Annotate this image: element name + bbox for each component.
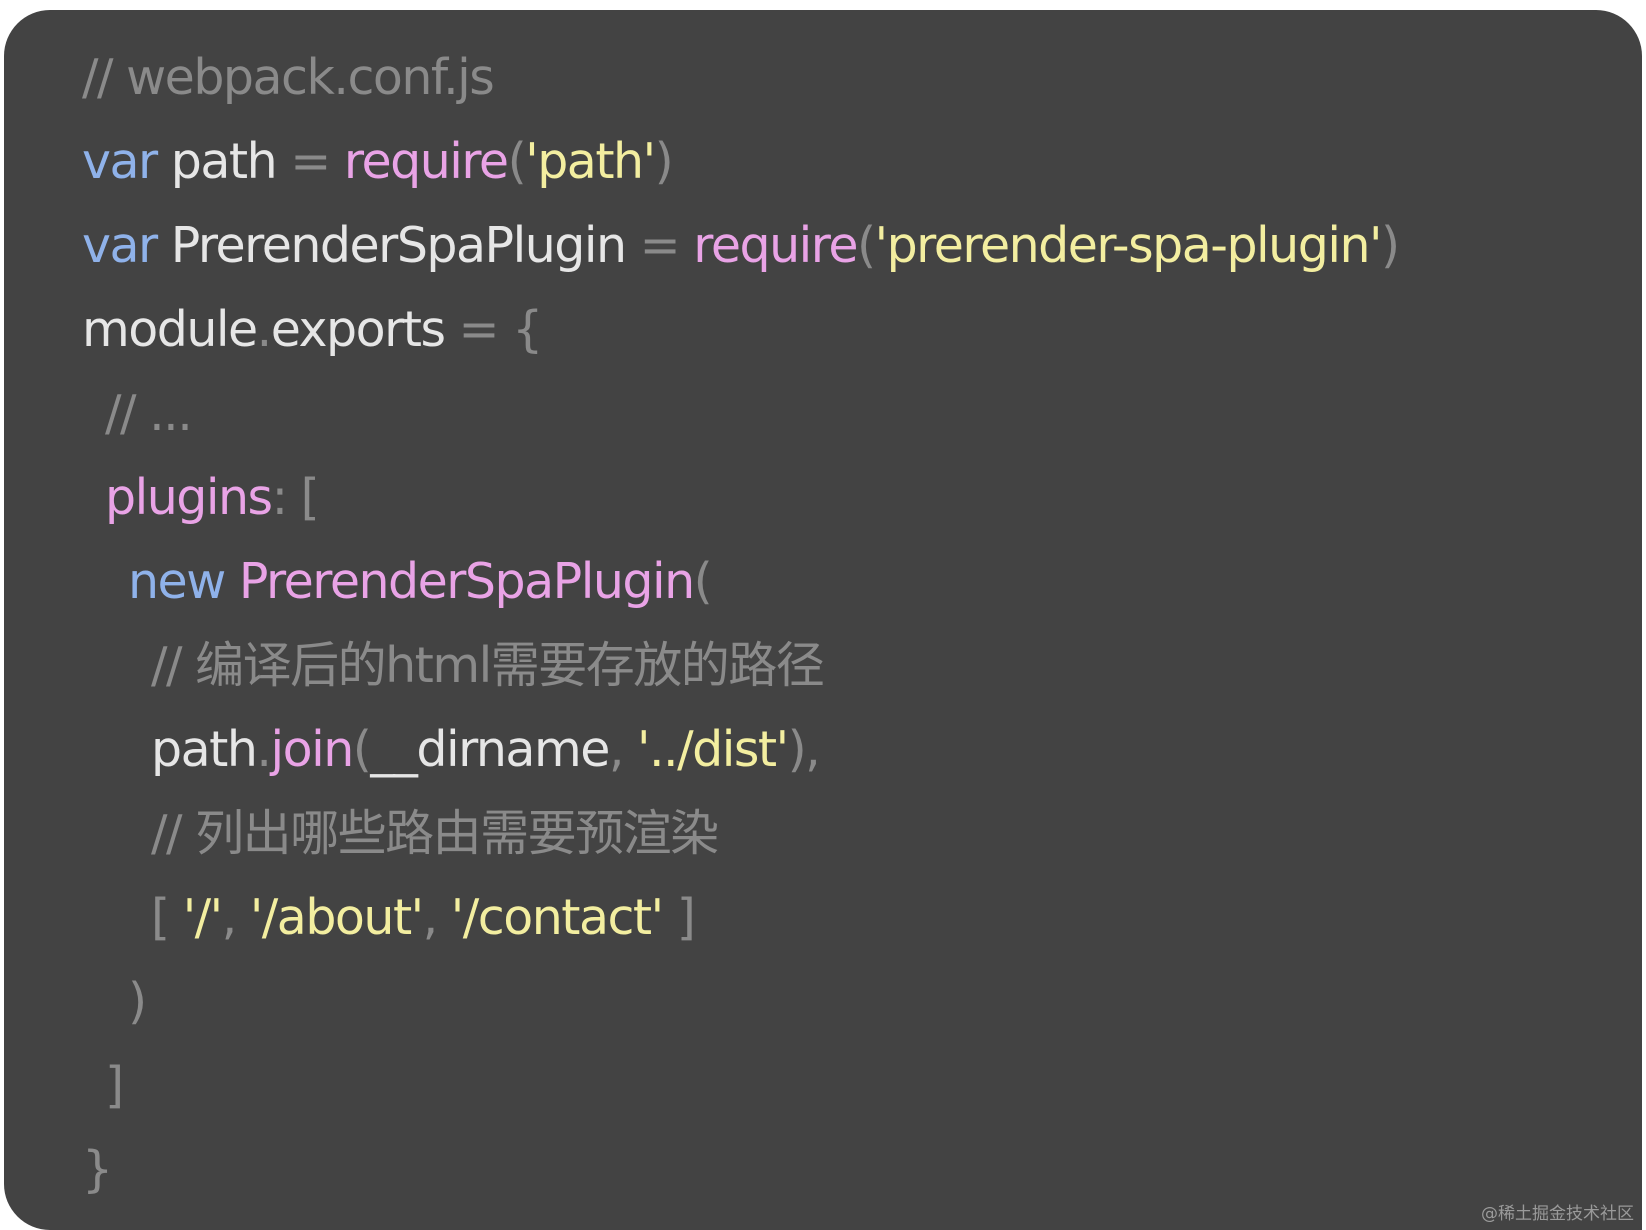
code-line: // 列出哪些路由需要预渲染 bbox=[82, 792, 1399, 876]
code-line: new PrerenderSpaPlugin( bbox=[82, 540, 1399, 624]
code-token-comment: // 编译后的html需要存放的路径 bbox=[151, 637, 825, 694]
code-token-punct: . bbox=[256, 721, 272, 778]
code-token-string: 'path' bbox=[525, 133, 656, 190]
code-line: } bbox=[82, 1128, 1399, 1212]
code-line: var path = require('path') bbox=[82, 120, 1399, 204]
code-token-punct: = { bbox=[458, 301, 544, 358]
code-line: [ '/', '/about', '/contact' ] bbox=[82, 876, 1399, 960]
code-token-punct: [ bbox=[151, 889, 183, 946]
code-token-keyword: var bbox=[82, 133, 158, 190]
code-token-comment: // ... bbox=[105, 385, 193, 442]
code-token-punct: = bbox=[290, 133, 344, 190]
code-token-punct: : [ bbox=[271, 469, 320, 526]
code-token-punct: ] bbox=[662, 889, 696, 946]
code-token-func: plugins bbox=[105, 469, 273, 526]
code-token-string: '/about' bbox=[249, 889, 424, 946]
code-line: ) bbox=[82, 960, 1399, 1044]
code-line: path.join(__dirname, '../dist'), bbox=[82, 708, 1399, 792]
code-token-string: 'prerender-spa-plugin' bbox=[874, 217, 1383, 274]
code-token-punct: , bbox=[221, 889, 250, 946]
code-token-comment: // webpack.conf.js bbox=[82, 49, 495, 106]
code-line: // ... bbox=[82, 372, 1399, 456]
code-token-punct: ( bbox=[693, 553, 713, 610]
code-token-punct: = bbox=[639, 217, 694, 274]
code-line: module.exports = { bbox=[82, 288, 1399, 372]
code-token-keyword: new bbox=[128, 553, 239, 610]
code-token-keyword: var bbox=[82, 217, 158, 274]
code-token-punct: . bbox=[256, 301, 273, 358]
code-token-plain: path bbox=[156, 133, 291, 190]
code-token-punct: , bbox=[422, 889, 451, 946]
code-token-comment: // 列出哪些路由需要预渲染 bbox=[151, 805, 719, 862]
code-token-punct: } bbox=[82, 1141, 113, 1198]
code-token-punct: ( bbox=[856, 217, 876, 274]
code-token-punct: ] bbox=[105, 1057, 124, 1114]
code-token-punct: ) bbox=[1380, 217, 1400, 274]
code-token-punct: ( bbox=[352, 721, 372, 778]
code-line: ] bbox=[82, 1044, 1399, 1128]
code-line: // 编译后的html需要存放的路径 bbox=[82, 624, 1399, 708]
code-token-punct: ) bbox=[128, 973, 147, 1030]
code-token-plain: path bbox=[151, 721, 258, 778]
code-token-plain: __dirname bbox=[370, 721, 610, 778]
code-token-string: '/' bbox=[182, 889, 223, 946]
code-token-punct: ( bbox=[507, 133, 527, 190]
code-line: var PrerenderSpaPlugin = require('preren… bbox=[82, 204, 1400, 288]
code-token-func: require bbox=[343, 133, 509, 190]
code-token-string: '/contact' bbox=[450, 889, 664, 946]
code-token-plain: module bbox=[82, 301, 258, 358]
code-token-plain: PrerenderSpaPlugin bbox=[156, 217, 640, 274]
code-token-func: join bbox=[270, 721, 354, 778]
code-token-punct: ), bbox=[787, 721, 821, 778]
code-token-punct: ) bbox=[654, 133, 674, 190]
code-line: plugins: [ bbox=[82, 456, 1399, 540]
watermark: @稀土掘金技术社区 bbox=[1481, 1204, 1634, 1224]
code-token-punct: , bbox=[608, 721, 637, 778]
code-token-string: '../dist' bbox=[637, 721, 789, 778]
code-token-plain: exports bbox=[270, 301, 459, 358]
code-token-func: PrerenderSpaPlugin bbox=[238, 553, 695, 610]
code-line: // webpack.conf.js bbox=[82, 36, 1399, 120]
code-token-func: require bbox=[693, 217, 858, 274]
